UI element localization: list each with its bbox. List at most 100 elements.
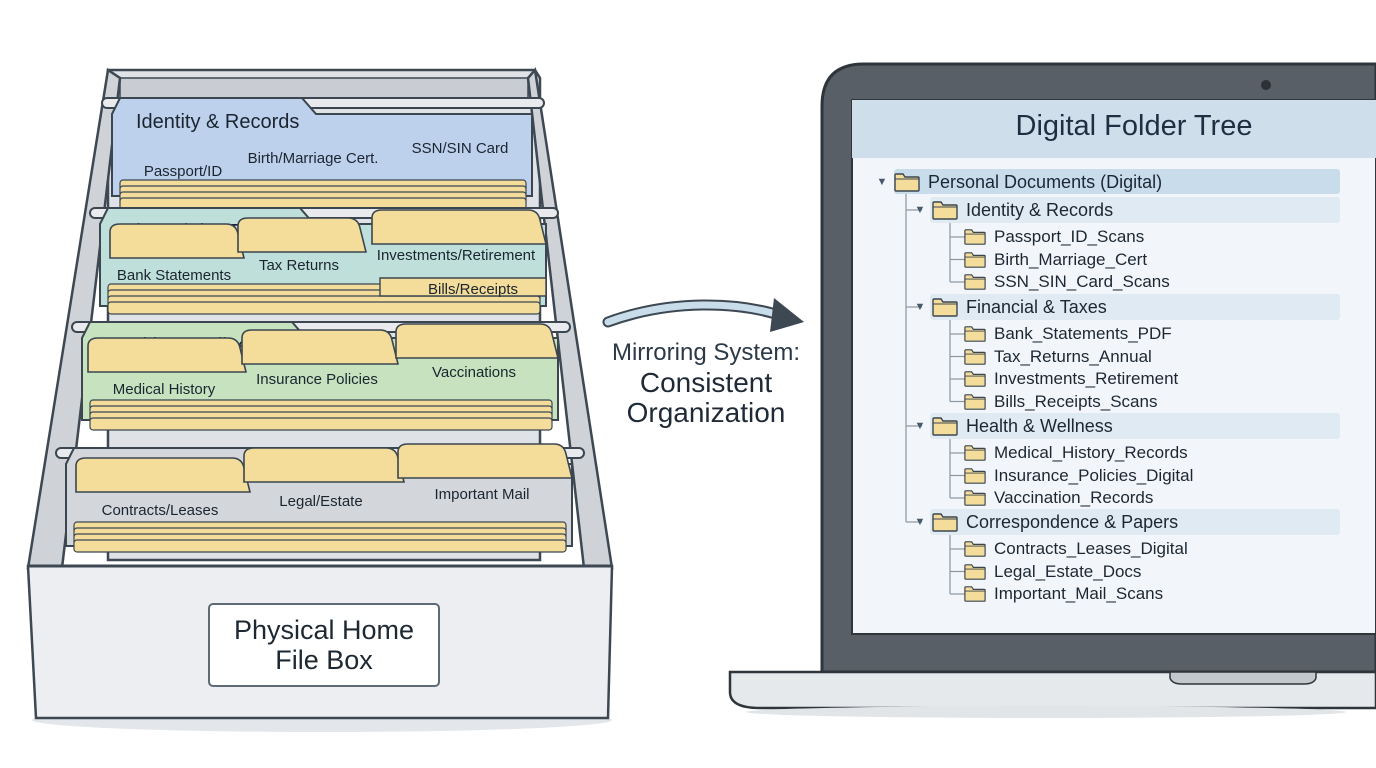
laptop-notch xyxy=(1169,671,1317,685)
folder-icon xyxy=(932,297,958,317)
folder-tab-label: Contracts/Leases xyxy=(102,502,219,519)
tree-subfolder[interactable]: Passport_ID_Scans xyxy=(964,225,1144,249)
folder-tab-label: Bills/Receipts xyxy=(428,281,518,298)
subfolder-label: Legal_Estate_Docs xyxy=(994,561,1142,581)
arrow-caption-line2: Consistent xyxy=(639,367,773,398)
box-label: Physical Home File Box xyxy=(208,603,440,687)
folder-stack-layer xyxy=(73,539,567,553)
tree-group-folder[interactable]: ▼ Financial & Taxes xyxy=(912,295,1107,319)
folder-tab-label: Vaccinations xyxy=(432,364,516,381)
group-folder-label: Health & Wellness xyxy=(966,415,1113,436)
tree-group-folder[interactable]: ▼ Identity & Records xyxy=(912,198,1114,222)
arrow-caption-line3: Organization xyxy=(626,397,786,428)
group-folder-label: Identity & Records xyxy=(966,199,1114,220)
box-sections: Identity & RecordsPassport/IDBirth/Marri… xyxy=(55,97,585,553)
subfolder-label: Contracts_Leases_Digital xyxy=(994,539,1188,558)
expand-caret-icon[interactable]: ▼ xyxy=(914,204,926,216)
folder-tab xyxy=(237,217,368,253)
folder-icon xyxy=(964,445,986,461)
subfolder-label: Birth_Marriage_Cert xyxy=(994,249,1148,269)
subfolder-label: Insurance_Policies_Digital xyxy=(994,465,1194,485)
folder-stack-layer xyxy=(107,301,541,315)
folder-tab xyxy=(379,277,547,297)
folder-tab xyxy=(109,223,246,259)
screen-title-bar xyxy=(852,100,1376,158)
folder-tab-label: Medical History xyxy=(113,381,216,398)
tree-subfolder[interactable]: Vaccination_Records xyxy=(964,486,1153,510)
folder-icon xyxy=(964,348,986,365)
group-highlight xyxy=(930,197,1340,223)
folder-stack-layer xyxy=(89,417,553,431)
box-section-4: Correspondence & PapersContracts/LeasesL… xyxy=(55,443,585,553)
folder-icon xyxy=(964,541,986,557)
tree-subfolder[interactable]: Medical_History_Records xyxy=(964,441,1188,465)
tree-subfolder[interactable]: Investments_Retirement xyxy=(964,367,1178,391)
box-back-rim xyxy=(119,77,529,101)
subfolder-label: Tax_Returns_Annual xyxy=(994,346,1152,366)
folder-tab-label: Insurance Policies xyxy=(256,371,378,388)
tree-subfolder[interactable]: Contracts_Leases_Digital xyxy=(964,537,1188,561)
tree-group-folder[interactable]: ▼ Correspondence & Papers xyxy=(912,510,1179,534)
subfolder-label: SSN_SIN_Card_Scans xyxy=(994,272,1170,291)
group-highlight xyxy=(930,509,1340,535)
folder-tab xyxy=(87,337,248,373)
tree-subfolder[interactable]: Insurance_Policies_Digital xyxy=(964,464,1193,488)
arrow-caption-line1: Mirroring System: xyxy=(611,339,801,366)
folder-icon xyxy=(964,229,986,245)
physical-file-box: Identity & RecordsPassport/IDBirth/Marri… xyxy=(26,67,614,732)
box-label-line2: File Box xyxy=(275,645,373,675)
expand-caret-icon[interactable]: ▼ xyxy=(914,516,926,528)
tree-subfolder[interactable]: Important_Mail_Scans xyxy=(964,582,1163,606)
tree-group-folder[interactable]: ▼ Health & Wellness xyxy=(912,414,1113,438)
group-highlight xyxy=(930,294,1340,320)
folder-icon xyxy=(964,467,986,484)
expand-caret-icon[interactable]: ▼ xyxy=(876,176,888,188)
subfolder-label: Passport_ID_Scans xyxy=(994,227,1145,246)
screen-title: Digital Folder Tree xyxy=(1015,110,1253,142)
folder-icon xyxy=(964,274,986,290)
arrow-head xyxy=(770,298,804,332)
tree-connector-lines xyxy=(905,194,966,595)
group-highlight xyxy=(930,413,1340,439)
subfolder-label: Bank_Statements_PDF xyxy=(994,324,1172,343)
folder-icon xyxy=(964,393,986,410)
folder-tab xyxy=(75,457,252,493)
folder-tab-label: Investments/Retirement xyxy=(377,247,536,264)
tree-subfolder[interactable]: Bills_Receipts_Scans xyxy=(964,390,1157,414)
folder-tab xyxy=(241,329,400,365)
tree-subfolder[interactable]: Birth_Marriage_Cert xyxy=(964,248,1147,272)
folder-icon xyxy=(964,490,986,506)
folder-tab-label: Tax Returns xyxy=(259,257,339,274)
subfolder-label: Bills_Receipts_Scans xyxy=(994,391,1158,411)
folder-icon xyxy=(932,512,958,532)
folder-tab-label: Bank Statements xyxy=(117,267,231,284)
root-folder-label: Personal Documents (Digital) xyxy=(928,171,1163,192)
folder-tab xyxy=(397,443,574,479)
folder-tab-label: Birth/Marriage Cert. xyxy=(248,150,379,167)
group-folder-label: Financial & Taxes xyxy=(966,296,1107,317)
subfolder-label: Investments_Retirement xyxy=(994,369,1179,388)
expand-caret-icon[interactable]: ▼ xyxy=(914,420,926,432)
laptop-camera xyxy=(1261,80,1271,90)
tree-subfolder[interactable]: Legal_Estate_Docs xyxy=(964,560,1141,584)
folder-icon xyxy=(932,416,958,436)
folder-icon xyxy=(964,586,986,602)
arrow-caption: Mirroring System: Consistent Organizatio… xyxy=(590,338,822,428)
folder-tab xyxy=(395,323,560,359)
tree-root-folder[interactable]: ▼ Personal Documents (Digital) xyxy=(874,170,1163,194)
box-label-line1: Physical Home xyxy=(233,615,415,645)
expand-caret-icon[interactable]: ▼ xyxy=(914,301,926,313)
tree-subfolder[interactable]: Tax_Returns_Annual xyxy=(964,345,1152,369)
tree-subfolder[interactable]: Bank_Statements_PDF xyxy=(964,322,1172,346)
folder-icon xyxy=(964,371,986,387)
folder-icon xyxy=(964,326,986,342)
folder-tab-label: Important Mail xyxy=(434,486,529,503)
laptop-shadow xyxy=(746,706,1346,718)
folder-tab-label: SSN/SIN Card xyxy=(412,140,509,157)
folder-tab xyxy=(371,209,548,245)
tree-subfolder[interactable]: SSN_SIN_Card_Scans xyxy=(964,270,1170,294)
folder-icon xyxy=(932,200,958,220)
subfolder-label: Medical_History_Records xyxy=(994,443,1188,462)
